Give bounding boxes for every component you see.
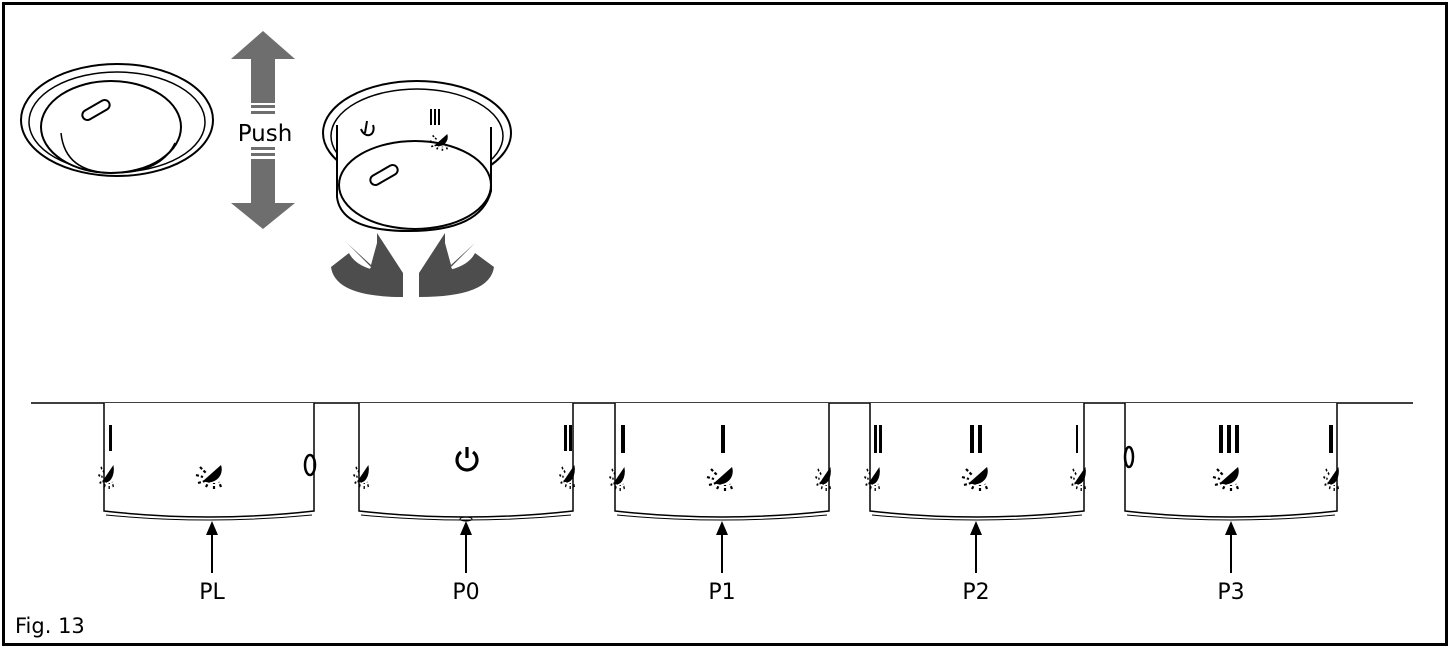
knob-position-pl [97, 403, 317, 521]
label-pl: PL [199, 580, 225, 605]
knob-position-p2 [863, 403, 1087, 521]
push-label: Push [238, 121, 293, 147]
figure-caption: Fig. 13 [15, 614, 85, 638]
push-arrow: Push [231, 31, 295, 229]
knob-position-p3 [1123, 403, 1340, 521]
label-p1: P1 [708, 580, 735, 605]
knob-position-p1 [608, 403, 832, 521]
rotate-arrows [331, 233, 494, 297]
knob-pushed-in [20, 63, 214, 177]
label-p3: P3 [1217, 580, 1244, 605]
knob-pulled-out [322, 80, 512, 233]
label-p2: P2 [962, 580, 989, 605]
knob-diagram: Push [15, 31, 1413, 638]
position-arrows [206, 521, 1237, 573]
label-p0: P0 [452, 580, 479, 605]
knob-position-p0 [352, 403, 576, 522]
